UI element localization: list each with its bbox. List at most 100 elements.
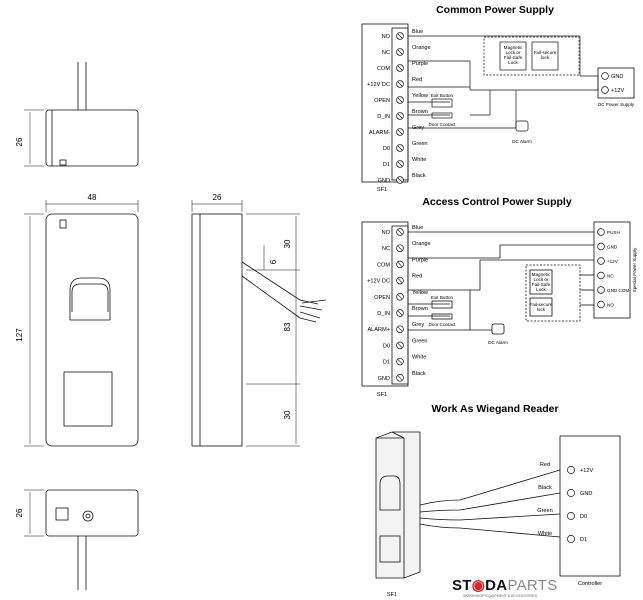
screw-slot-icon [397, 113, 403, 119]
top-view [24, 62, 139, 167]
svg-text:ST◉DAPARTS: ST◉DAPARTS [452, 577, 558, 594]
dim-bottom-height: 26 [15, 508, 24, 517]
access-wire-8: White [412, 355, 426, 361]
screw-slot-icon [397, 145, 403, 151]
access-wire-6: Grey [412, 322, 424, 328]
screw-slot-icon [397, 229, 403, 235]
wiegand-ctrl-label-3: D1 [580, 537, 587, 543]
access-psu-label-0: PUSH [607, 230, 620, 235]
common-terminal-8: D1 [383, 162, 390, 168]
screw-terminal-icon [567, 466, 575, 474]
screw-terminal-icon [597, 300, 605, 309]
access-terminal-2: COM [377, 262, 390, 268]
access-terminal-3: +12V DC [367, 279, 390, 285]
side-view [191, 200, 327, 447]
screw-slot-icon [397, 359, 403, 364]
access-magnetic-line-2: Fail-Safe [532, 282, 551, 287]
common-magnetic-line-3: Lock [508, 60, 518, 65]
screw-slot-icon [397, 310, 403, 316]
access-terminal-6: ALARM+ [367, 327, 390, 333]
access-psu-label-4: GND COM [607, 288, 629, 293]
common-terminal-2: COM [377, 66, 390, 72]
access-wire-0: Blue [412, 225, 423, 231]
brand-parts: PARTS [507, 577, 557, 594]
screw-slot-icon [397, 245, 403, 251]
common-wire-0: Blue [412, 29, 423, 35]
wiegand-ctrl-label-2: D0 [580, 514, 587, 520]
dim-side-bottom: 30 [283, 410, 292, 419]
screw-slot-icon [397, 343, 403, 348]
brand-st: ST [452, 577, 472, 594]
common-magnetic-line-2: Fail-Safe [504, 55, 523, 60]
wiegand-wire-2: Green [537, 508, 553, 514]
dim-cable: 6 [269, 259, 278, 264]
screw-slot-icon [397, 326, 403, 332]
common-failsecure-line-1: lock [541, 55, 550, 60]
common-wire-8: White [412, 157, 426, 163]
dim-front-width: 48 [88, 193, 97, 202]
access-terminal-4: OPEN [374, 295, 390, 301]
dim-front-height: 127 [15, 328, 24, 342]
screw-terminal-icon [597, 228, 605, 236]
brand-logo: ST◉DAPARTS WORKSHOP EQUIPMENT & ACCESSOR… [452, 577, 558, 598]
common-terminal-6: ALARM- [369, 130, 390, 136]
wiegand-wire-0: Red [540, 462, 550, 468]
access-magnetic-line-1: Lock or [533, 277, 549, 282]
dim-top-height: 26 [15, 137, 24, 146]
screw-terminal-icon [597, 286, 605, 294]
common-wire-9: Black [412, 173, 426, 179]
access-unit-label: SF1 [377, 392, 387, 398]
common-wire-1: Orange [412, 45, 431, 51]
screw-terminal-icon [567, 512, 575, 520]
wiegand-ctrl-label-0: +12V [580, 468, 593, 474]
brand-da: DA [485, 577, 507, 594]
screw-terminal-icon [601, 86, 609, 94]
access-wire-2: Purple [412, 257, 428, 263]
access-psu-title: Special Power Supply [632, 247, 637, 292]
common-title: Common Power Supply [436, 4, 554, 16]
access-psu-label-1: GND [607, 245, 618, 250]
access-wire-9: Black [412, 371, 426, 377]
common-psu-title: DC Power Supply [598, 102, 635, 107]
access-wire-1: Orange [412, 241, 431, 247]
common-magnetic-line-0: Magnetic [504, 45, 523, 50]
common-failsecure-line-0: Fail-secure [534, 50, 557, 55]
access-title: Access Control Power Supply [422, 196, 572, 208]
access-psu-label-5: NO [607, 303, 614, 308]
brand-tagline: WORKSHOP EQUIPMENT & ACCESSORIES [463, 594, 537, 598]
access-wire-7: Green [412, 338, 428, 344]
access-terminal-1: NC [382, 246, 390, 252]
access-dc-alarm: DC Alarm [488, 340, 508, 345]
access-magnetic-line-0: Magnetic [532, 272, 551, 277]
wiegand-controller-label: Controller [578, 581, 602, 587]
access-terminal-0: NO [382, 230, 391, 236]
access-door-contact: Door Contact [428, 322, 456, 327]
wiegand-unit-label: SF1 [387, 592, 397, 598]
access-terminal-8: D1 [383, 360, 390, 366]
common-wire-2: Purple [412, 61, 428, 67]
screw-terminal-icon [601, 72, 609, 80]
access-psu-label-2: +12V [607, 259, 619, 264]
common-wire-4: Yellow [412, 93, 429, 99]
wiegand-ctrl-label-1: GND [580, 491, 592, 497]
common-psu-block [597, 67, 635, 99]
common-psu-label-0: GND [611, 74, 623, 80]
screw-slot-icon [397, 81, 403, 87]
front-view [24, 200, 139, 447]
common-terminal-4: OPEN [374, 98, 390, 104]
screw-slot-icon [397, 129, 403, 135]
access-magnetic-line-3: Lock [536, 287, 546, 292]
dim-side-top: 30 [283, 239, 292, 248]
access-wire-4: Yellow [412, 290, 429, 296]
common-dc-alarm: DC Alarm [512, 139, 532, 144]
dim-side-width: 26 [213, 193, 222, 202]
common-unit-label: SF1 [377, 187, 387, 193]
access-terminal-5: D_IN [377, 311, 390, 317]
